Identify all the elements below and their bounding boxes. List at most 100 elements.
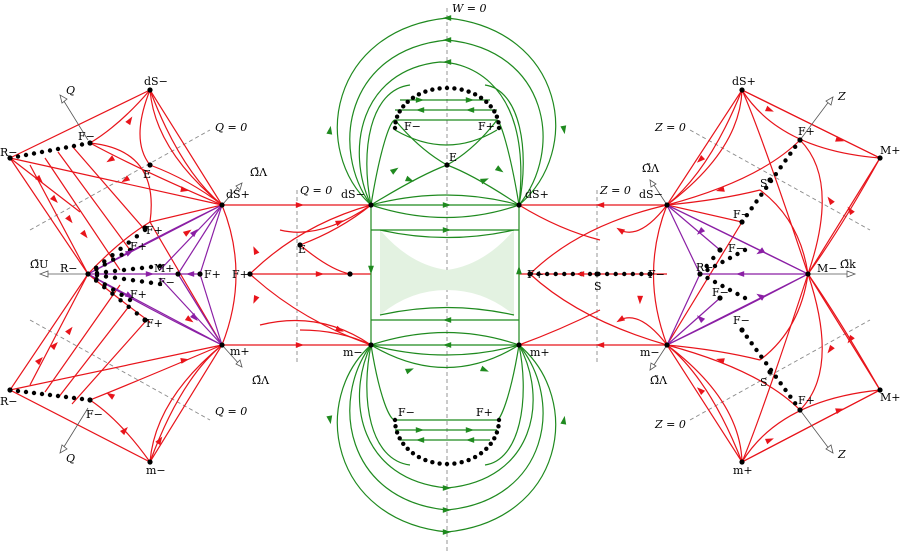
- fixed-point: [142, 317, 148, 323]
- separatrix-dot: [397, 436, 402, 441]
- pt-dSp-r: dS+: [732, 75, 756, 88]
- fixed-point: [247, 271, 253, 277]
- flow-arrow: [560, 415, 567, 425]
- pt-E-center: E: [298, 243, 306, 256]
- flow-arrow: [124, 250, 134, 257]
- separatrix-dot: [788, 394, 793, 399]
- separatrix-dot: [444, 85, 450, 91]
- pt-Fm-left-in: F−: [158, 276, 175, 289]
- flow-arrow: [616, 315, 626, 323]
- separatrix-dot: [496, 120, 501, 125]
- flow-arrow: [415, 427, 425, 433]
- separatrix-dot: [604, 271, 610, 277]
- separatrix-dot: [139, 279, 145, 284]
- pt-Fp-r-bot: F+: [798, 394, 815, 407]
- separatrix-dot: [492, 436, 497, 441]
- flow-arrow: [442, 59, 452, 65]
- separatrix-dot: [536, 271, 541, 277]
- separatrix-dot: [102, 282, 108, 287]
- label-omega-lambda-left-top: Ω̃Λ: [250, 166, 268, 179]
- fixed-point: [527, 271, 533, 277]
- flow-arrow: [516, 265, 522, 275]
- flow-arrow: [480, 178, 489, 185]
- flow-arrow: [835, 408, 844, 414]
- fixed-point: [717, 247, 723, 253]
- flow-arrow: [847, 206, 855, 216]
- separatrix-dot: [423, 89, 428, 94]
- fixed-point: [297, 242, 303, 248]
- labels: W = 0 Q = 0 Q = 0 Q = 0 Z = 0 Z = 0 Z = …: [30, 2, 856, 465]
- flow-arrow: [335, 325, 344, 332]
- pt-Mp-r-bot: M+: [880, 391, 900, 404]
- flow-arrow: [180, 186, 190, 192]
- pt-mm-r: m−: [640, 346, 660, 359]
- separatrix-dot: [452, 86, 457, 91]
- fixed-points: [7, 87, 883, 465]
- separatrix-dot: [139, 265, 145, 271]
- separatrix-dot: [55, 146, 61, 152]
- central-region: [380, 230, 514, 315]
- right-block: [518, 89, 881, 463]
- separatrix-dot: [778, 381, 783, 386]
- pt-Mm-r: M−: [817, 262, 837, 275]
- separatrix-dot: [484, 446, 489, 452]
- flow-arrow: [827, 196, 835, 206]
- fixed-point: [767, 177, 773, 183]
- pt-Rm-mid: R−: [60, 262, 78, 275]
- pt-Mp-left: M+: [154, 262, 174, 275]
- pt-Fm-r-a: F−: [733, 208, 750, 221]
- flow-arrow: [715, 358, 725, 364]
- separatrix-dot: [130, 278, 136, 283]
- flow-arrow: [756, 247, 766, 255]
- pt-Rm-r: R−: [696, 261, 714, 274]
- separatrix-dot: [437, 461, 442, 466]
- flow-arrow: [696, 387, 706, 395]
- pt-dSm-c: dS−: [341, 188, 365, 201]
- flow-arrow: [106, 392, 116, 400]
- label-q0-bot: Q = 0: [215, 405, 247, 418]
- flow-arrows: [35, 15, 855, 535]
- flow-arrow: [415, 107, 425, 113]
- label-z-top: Z: [837, 90, 846, 103]
- flow-arrow: [120, 427, 128, 436]
- flow-arrow: [80, 229, 88, 239]
- separatrix-dot: [488, 441, 493, 446]
- separatrix-dot: [405, 446, 410, 452]
- flow-arrow: [125, 116, 133, 126]
- separatrix-dot: [494, 114, 500, 119]
- flow-arrow: [190, 312, 198, 321]
- separatrix-dot: [94, 273, 100, 278]
- flow-arrow: [65, 326, 73, 336]
- pt-mp-left: m+: [230, 345, 250, 358]
- separatrix-dot: [484, 99, 489, 105]
- separatrix-dot: [134, 234, 140, 239]
- fixed-point: [664, 342, 670, 348]
- dashed-lines: [29, 8, 871, 552]
- pt-Fp-cr: F+: [527, 268, 544, 281]
- flow-arrow: [442, 485, 452, 491]
- flow-arrow: [335, 220, 344, 227]
- separatrix-dot: [110, 291, 115, 296]
- separatrix-dot: [63, 145, 69, 150]
- pt-Fp-center-left: F+: [232, 268, 249, 281]
- separatrix-dot: [71, 143, 77, 149]
- flow-arrow: [756, 293, 766, 301]
- flow-arrow: [315, 271, 325, 277]
- separatrix-dot: [410, 451, 416, 456]
- separatrix-dot: [783, 387, 788, 393]
- pt-Fp-r-top: F+: [798, 125, 815, 138]
- left-block: [9, 89, 372, 463]
- separatrix-dot: [788, 151, 793, 156]
- flow-arrow: [405, 175, 414, 182]
- fixed-point: [717, 295, 723, 301]
- separatrix-dot: [478, 95, 484, 100]
- fixed-point: [368, 202, 374, 208]
- label-omega-k: Ω̃k: [840, 258, 856, 271]
- fixed-point: [219, 202, 225, 208]
- label-omega-lambda-right-top: Ω̃Λ: [642, 162, 660, 175]
- fixed-point: [797, 137, 803, 143]
- separatrix-dot: [544, 271, 550, 277]
- flow-arrow: [415, 437, 425, 443]
